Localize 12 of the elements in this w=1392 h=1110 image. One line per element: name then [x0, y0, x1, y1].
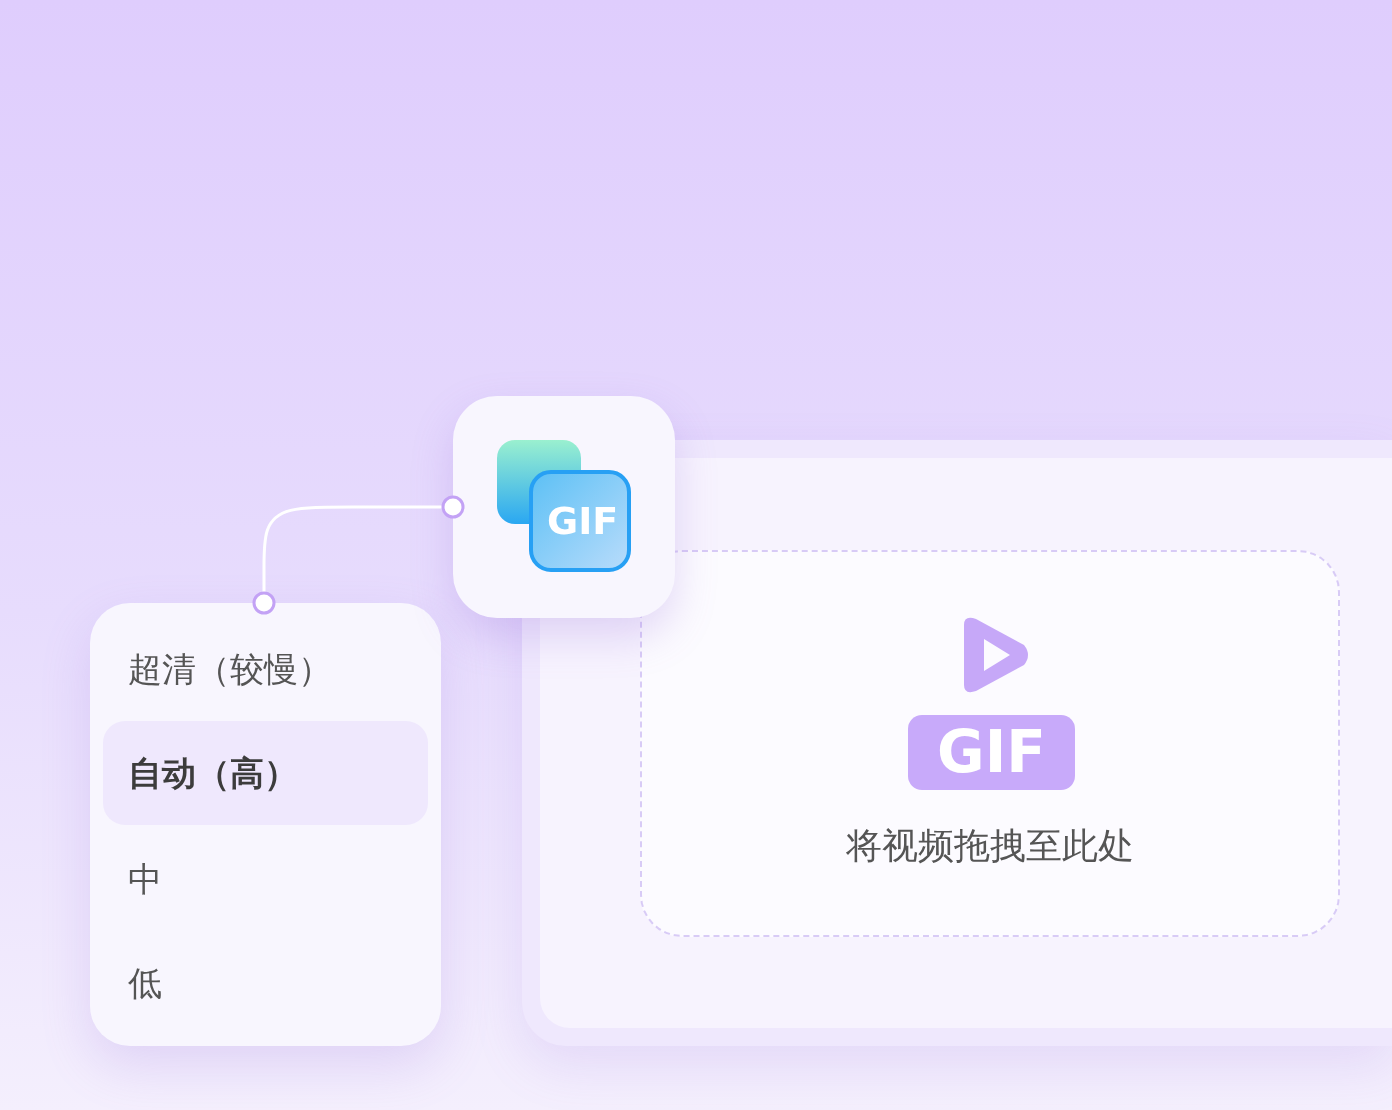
connector-line — [252, 495, 465, 615]
menu-item: 超清（较慢） — [128, 648, 332, 691]
app-window — [522, 440, 1392, 1046]
drop-hint: 将视频拖拽至此处 — [845, 824, 1135, 868]
menu-item: 中 — [128, 858, 162, 901]
selected-menu-item: 自动（高） — [103, 721, 428, 825]
dropdown-menu — [90, 603, 441, 1046]
format-badge: GIF — [908, 715, 1075, 790]
icon-label: GIF — [547, 499, 619, 543]
menu-item: 低 — [128, 962, 162, 1005]
drop-zone — [640, 550, 1340, 937]
app-tile — [453, 396, 675, 618]
